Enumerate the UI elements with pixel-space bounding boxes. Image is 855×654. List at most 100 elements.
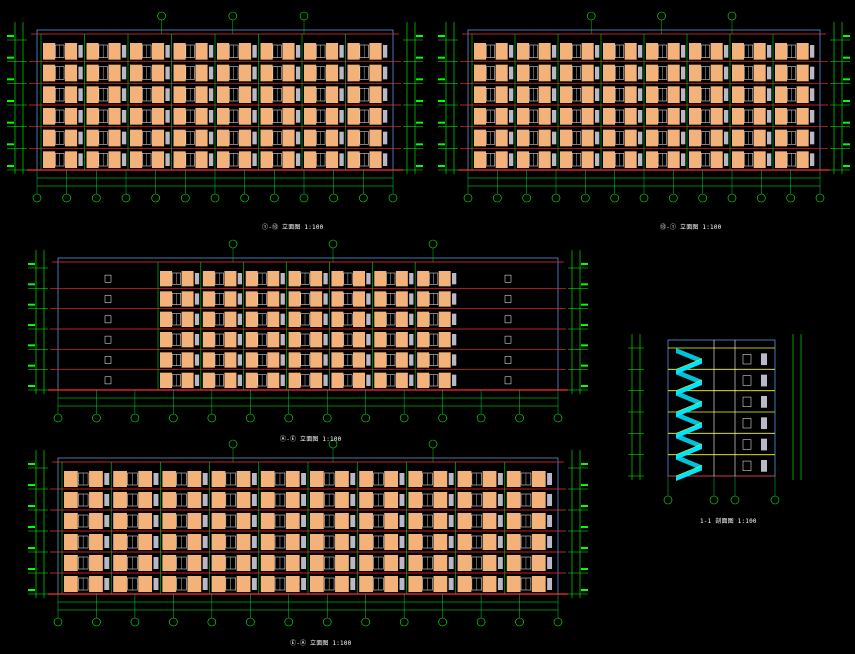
axis-bubble [53, 413, 63, 423]
wall-panel [217, 86, 230, 103]
balcony-panel [497, 473, 503, 485]
balcony-panel [366, 273, 371, 285]
balcony-panel [366, 313, 371, 325]
balcony-panel [121, 66, 127, 80]
wall-panel [224, 291, 237, 307]
balcony-panel [202, 536, 208, 548]
balcony-panel [194, 293, 200, 305]
wall-panel [151, 86, 165, 103]
wall-panel [64, 108, 78, 125]
section-balcony [761, 460, 767, 472]
balcony-panel [252, 88, 257, 101]
axis-bubble [388, 193, 398, 203]
wall-panel [369, 64, 382, 82]
wall-panel [408, 576, 423, 592]
balcony-panel [723, 110, 729, 123]
wall-panel [238, 129, 252, 147]
balcony-panel [594, 45, 600, 58]
wall-panel [646, 86, 659, 103]
balcony-panel [194, 313, 200, 325]
wall-panel [224, 271, 237, 287]
wall-panel [335, 534, 349, 550]
balcony-panel [350, 536, 356, 548]
wall-panel [43, 86, 56, 103]
wall-panel [43, 151, 56, 168]
wall-panel [753, 64, 766, 82]
wall-panel [267, 271, 280, 287]
section-window [742, 354, 752, 365]
wall-panel [531, 555, 546, 571]
wall-panel [173, 43, 186, 60]
axis-bubble [32, 193, 42, 203]
stair-flight [676, 358, 702, 375]
balcony-panel [409, 313, 414, 325]
level-tag [28, 484, 35, 486]
handrail [675, 401, 703, 413]
section-balcony [761, 417, 767, 430]
section-balcony [761, 396, 767, 408]
balcony-panel [202, 473, 208, 485]
balcony-panel [409, 374, 414, 386]
balcony-panel [252, 131, 257, 145]
wall-panel [162, 534, 177, 550]
wall-panel [433, 513, 448, 529]
wall-panel [260, 43, 273, 60]
wall-panel [64, 43, 78, 60]
balcony-panel [594, 66, 600, 80]
wall-panel [310, 534, 324, 550]
wall-panel [353, 311, 365, 327]
wall-panel [130, 129, 143, 147]
section-window [742, 418, 752, 429]
balcony-panel [547, 557, 553, 569]
elevation-bottom [28, 439, 588, 627]
wall-panel [310, 271, 323, 287]
balcony-panel [78, 131, 83, 145]
balcony-panel [409, 293, 414, 305]
level-tag [843, 143, 850, 146]
wall-panel [202, 332, 215, 348]
wall-panel [531, 534, 546, 550]
wall-panel [581, 151, 594, 168]
balcony-panel [637, 153, 643, 166]
balcony-panel [237, 273, 242, 285]
level-tag [416, 56, 423, 59]
balcony-panel [295, 88, 301, 101]
axis-bubble [130, 413, 140, 423]
wing-window [104, 335, 112, 344]
axis-bubble [476, 617, 486, 627]
wall-panel [160, 352, 172, 368]
wall-panel [538, 86, 551, 103]
balcony-panel [409, 273, 414, 285]
wall-panel [384, 534, 399, 550]
axis-bubble [361, 413, 370, 423]
wall-panel [359, 555, 373, 571]
wall-panel [162, 471, 177, 487]
wall-panel [560, 108, 573, 125]
wall-panel [331, 332, 344, 348]
wall-panel [267, 332, 280, 348]
axis-bubble [359, 193, 368, 203]
balcony-panel [497, 494, 503, 506]
wall-panel [64, 534, 78, 550]
wing-window [104, 315, 112, 324]
balcony-panel [350, 515, 356, 527]
balcony-panel [452, 293, 457, 305]
wall-panel [495, 108, 508, 125]
level-tag [581, 324, 588, 326]
wall-panel [162, 513, 177, 529]
wall-panel [260, 108, 273, 125]
balcony-panel [202, 557, 208, 569]
wall-panel [86, 129, 99, 147]
wall-panel [64, 513, 78, 529]
balcony-panel [766, 110, 772, 123]
balcony-panel [399, 473, 405, 485]
axis-bubble [361, 617, 370, 627]
wall-panel [267, 372, 280, 388]
wall-panel [495, 129, 508, 147]
axis-bubble [53, 617, 63, 627]
level-tag [438, 56, 445, 59]
balcony-panel [104, 578, 110, 590]
balcony-panel [766, 131, 772, 145]
wall-panel [560, 86, 573, 103]
wall-panel [310, 492, 324, 508]
